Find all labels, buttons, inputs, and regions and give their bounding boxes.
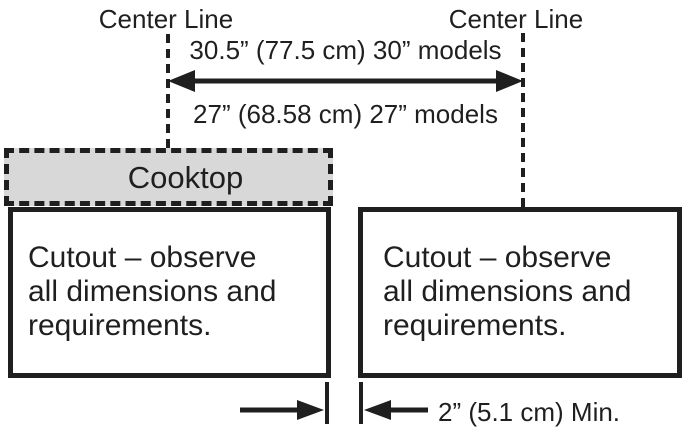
cutout-box-right: Cutout – observe all dimensions and requ…: [358, 207, 682, 378]
arrowhead-right-icon: [496, 70, 523, 92]
cutout-box-left: Cutout – observe all dimensions and requ…: [8, 207, 331, 378]
cooktop-label: Cooktop: [127, 159, 244, 195]
arrowhead-right-icon: [297, 400, 324, 420]
arrowhead-left-icon: [168, 70, 195, 92]
cutout-right-text-line1: Cutout – observe: [383, 241, 612, 274]
center-line-label-left: Center Line: [98, 4, 234, 34]
arrowhead-left-icon: [364, 400, 391, 420]
min-gap-arrow-pointing-right: [240, 400, 324, 420]
cutout-left-text-line2: all dimensions and: [28, 275, 277, 308]
width-dimension-label-30-models: 30.5” (77.5 cm) 30” models: [189, 35, 502, 65]
cooktop-box: Cooktop: [4, 148, 333, 206]
cutout-right-text-line3: requirements.: [383, 309, 567, 342]
width-dimension-label-27-models: 27” (68.58 cm) 27” models: [193, 99, 498, 129]
width-dimension-double-arrow: [168, 70, 523, 92]
cutout-left-text-line3: requirements.: [28, 309, 212, 342]
min-gap-label: 2” (5.1 cm) Min.: [438, 397, 621, 427]
center-line-label-right: Center Line: [448, 4, 584, 34]
min-gap-dimension: [240, 382, 428, 424]
cutout-right-text-line2: all dimensions and: [383, 275, 632, 308]
cutout-left-text-line1: Cutout – observe: [28, 241, 257, 274]
min-gap-arrow-pointing-left: [364, 400, 428, 420]
